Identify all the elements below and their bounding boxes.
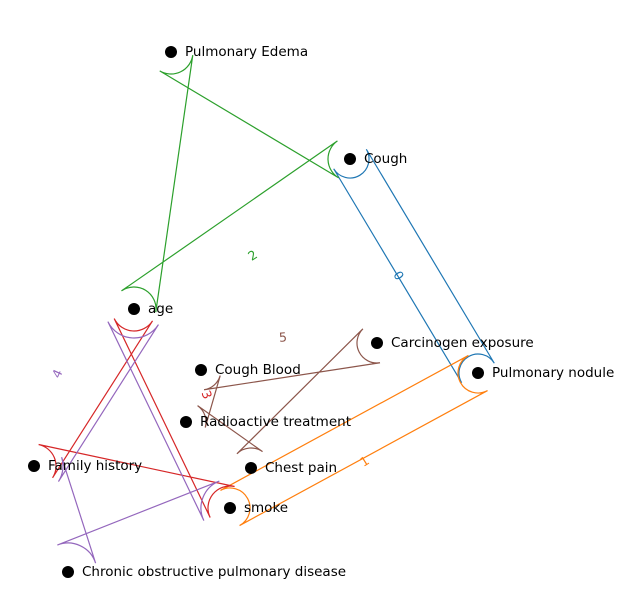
hyperedge-0 <box>333 148 495 384</box>
node-marker <box>62 566 74 578</box>
node-marker <box>472 367 484 379</box>
node-label: age <box>148 301 173 317</box>
node-label: Chest pain <box>265 460 337 476</box>
node-chest-pain: Chest pain <box>245 460 337 476</box>
node-label: Cough Blood <box>215 362 301 378</box>
node-marker <box>344 153 356 165</box>
node-marker <box>28 460 40 472</box>
hyperedge-1 <box>220 354 488 527</box>
node-pulmonary-nodule: Pulmonary nodule <box>472 365 614 381</box>
hyperedge-label-2: 2 <box>245 247 260 264</box>
node-label: smoke <box>244 500 288 516</box>
node-label: Family history <box>48 458 142 474</box>
hyperedge-label-4: 4 <box>49 367 66 381</box>
hyperedge-label-0: 0 <box>390 268 407 283</box>
node-marker <box>224 502 236 514</box>
node-marker <box>180 416 192 428</box>
hyperedge-4 <box>57 321 220 564</box>
node-marker <box>371 337 383 349</box>
node-marker <box>245 462 257 474</box>
node-smoke: smoke <box>224 500 288 516</box>
node-marker <box>128 303 140 315</box>
node-label: Cough <box>364 151 407 167</box>
node-cough-blood: Cough Blood <box>195 362 301 378</box>
node-label: Pulmonary nodule <box>492 365 614 381</box>
node-cough: Cough <box>344 151 407 167</box>
node-age: age <box>128 301 173 317</box>
node-label: Radioactive treatment <box>200 414 351 430</box>
node-label: Chronic obstructive pulmonary disease <box>82 564 346 580</box>
node-marker <box>165 46 177 58</box>
node-label: Pulmonary Edema <box>185 44 308 60</box>
hyperedge-5 <box>197 328 381 455</box>
node-marker <box>195 364 207 376</box>
node-carcinogen-exposure: Carcinogen exposure <box>371 335 534 351</box>
node-radioactive-treatment: Radioactive treatment <box>180 414 351 430</box>
hyperedge-3 <box>38 318 235 518</box>
node-label: Carcinogen exposure <box>391 335 534 351</box>
hyperedge-label-5: 5 <box>278 329 287 345</box>
node-family-history: Family history <box>28 458 142 474</box>
hyperedge-2 <box>121 55 340 313</box>
node-copd: Chronic obstructive pulmonary disease <box>62 564 346 580</box>
node-pulmonary-edema: Pulmonary Edema <box>165 44 308 60</box>
